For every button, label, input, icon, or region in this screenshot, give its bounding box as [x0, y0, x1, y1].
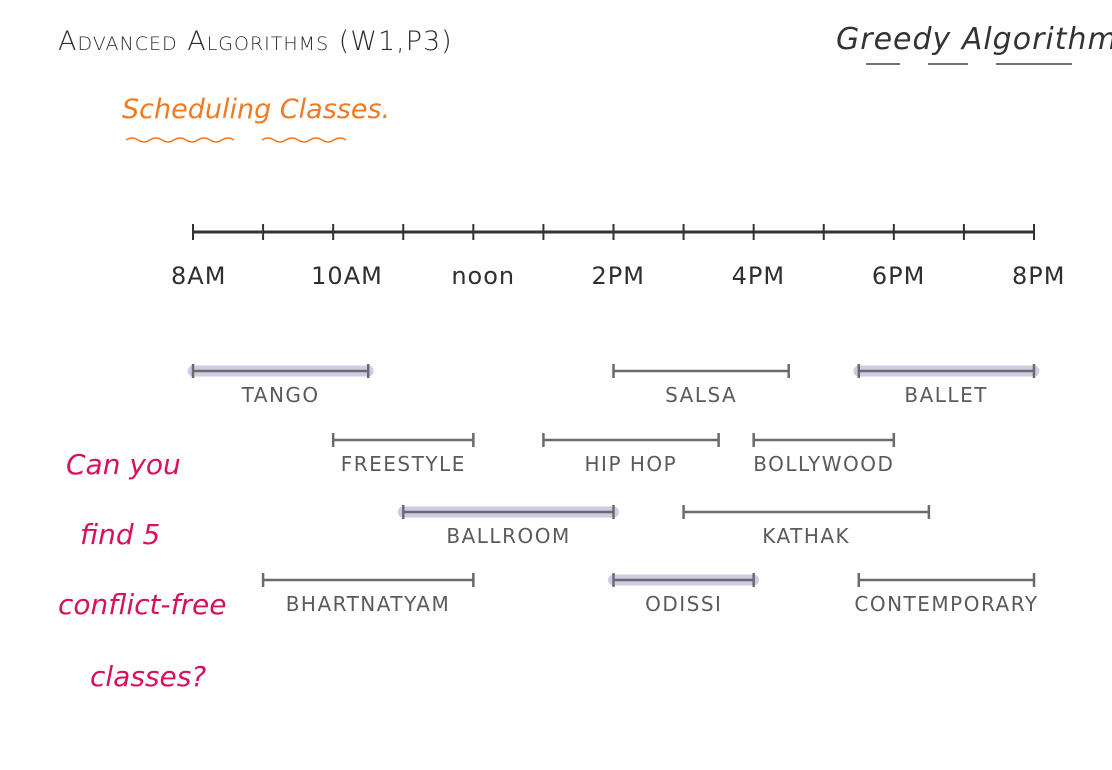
- tick-label: 2PM: [591, 262, 645, 290]
- question-line-3: conflict-free: [58, 588, 227, 621]
- tick-label: 4PM: [731, 262, 786, 290]
- question-line-2: find 5: [80, 518, 161, 551]
- class-label: KATHAK: [762, 524, 851, 548]
- topic-title: Greedy Algorithms: [836, 22, 1112, 57]
- course-title: Advanced Algorithms (W1,P3): [58, 26, 453, 57]
- question-line-4: classes?: [90, 660, 207, 693]
- class-label: ODISSI: [645, 592, 723, 616]
- tick-label: 10AM: [311, 262, 383, 290]
- class-label: HIP HOP: [584, 452, 678, 476]
- question-line-1: Can you: [66, 448, 181, 481]
- class-label: BOLLYWOOD: [753, 452, 895, 476]
- tick-label: 8PM: [1012, 262, 1066, 290]
- class-label: BALLET: [904, 383, 988, 407]
- class-label: TANGO: [241, 383, 320, 407]
- class-label: CONTEMPORARY: [854, 592, 1039, 616]
- class-label: SALSA: [665, 383, 738, 407]
- tick-label: 8AM: [171, 262, 227, 290]
- class-intervals: [187, 364, 1040, 587]
- section-underline-wave: [125, 137, 347, 143]
- class-label: FREESTYLE: [340, 452, 466, 476]
- tick-label: 6PM: [871, 262, 926, 290]
- timeline-axis: [192, 224, 1035, 240]
- tick-label: noon: [451, 262, 516, 290]
- class-label: BHARTNATYAM: [285, 592, 451, 616]
- class-label: BALLROOM: [446, 524, 571, 548]
- section-title: Scheduling Classes.: [122, 94, 391, 125]
